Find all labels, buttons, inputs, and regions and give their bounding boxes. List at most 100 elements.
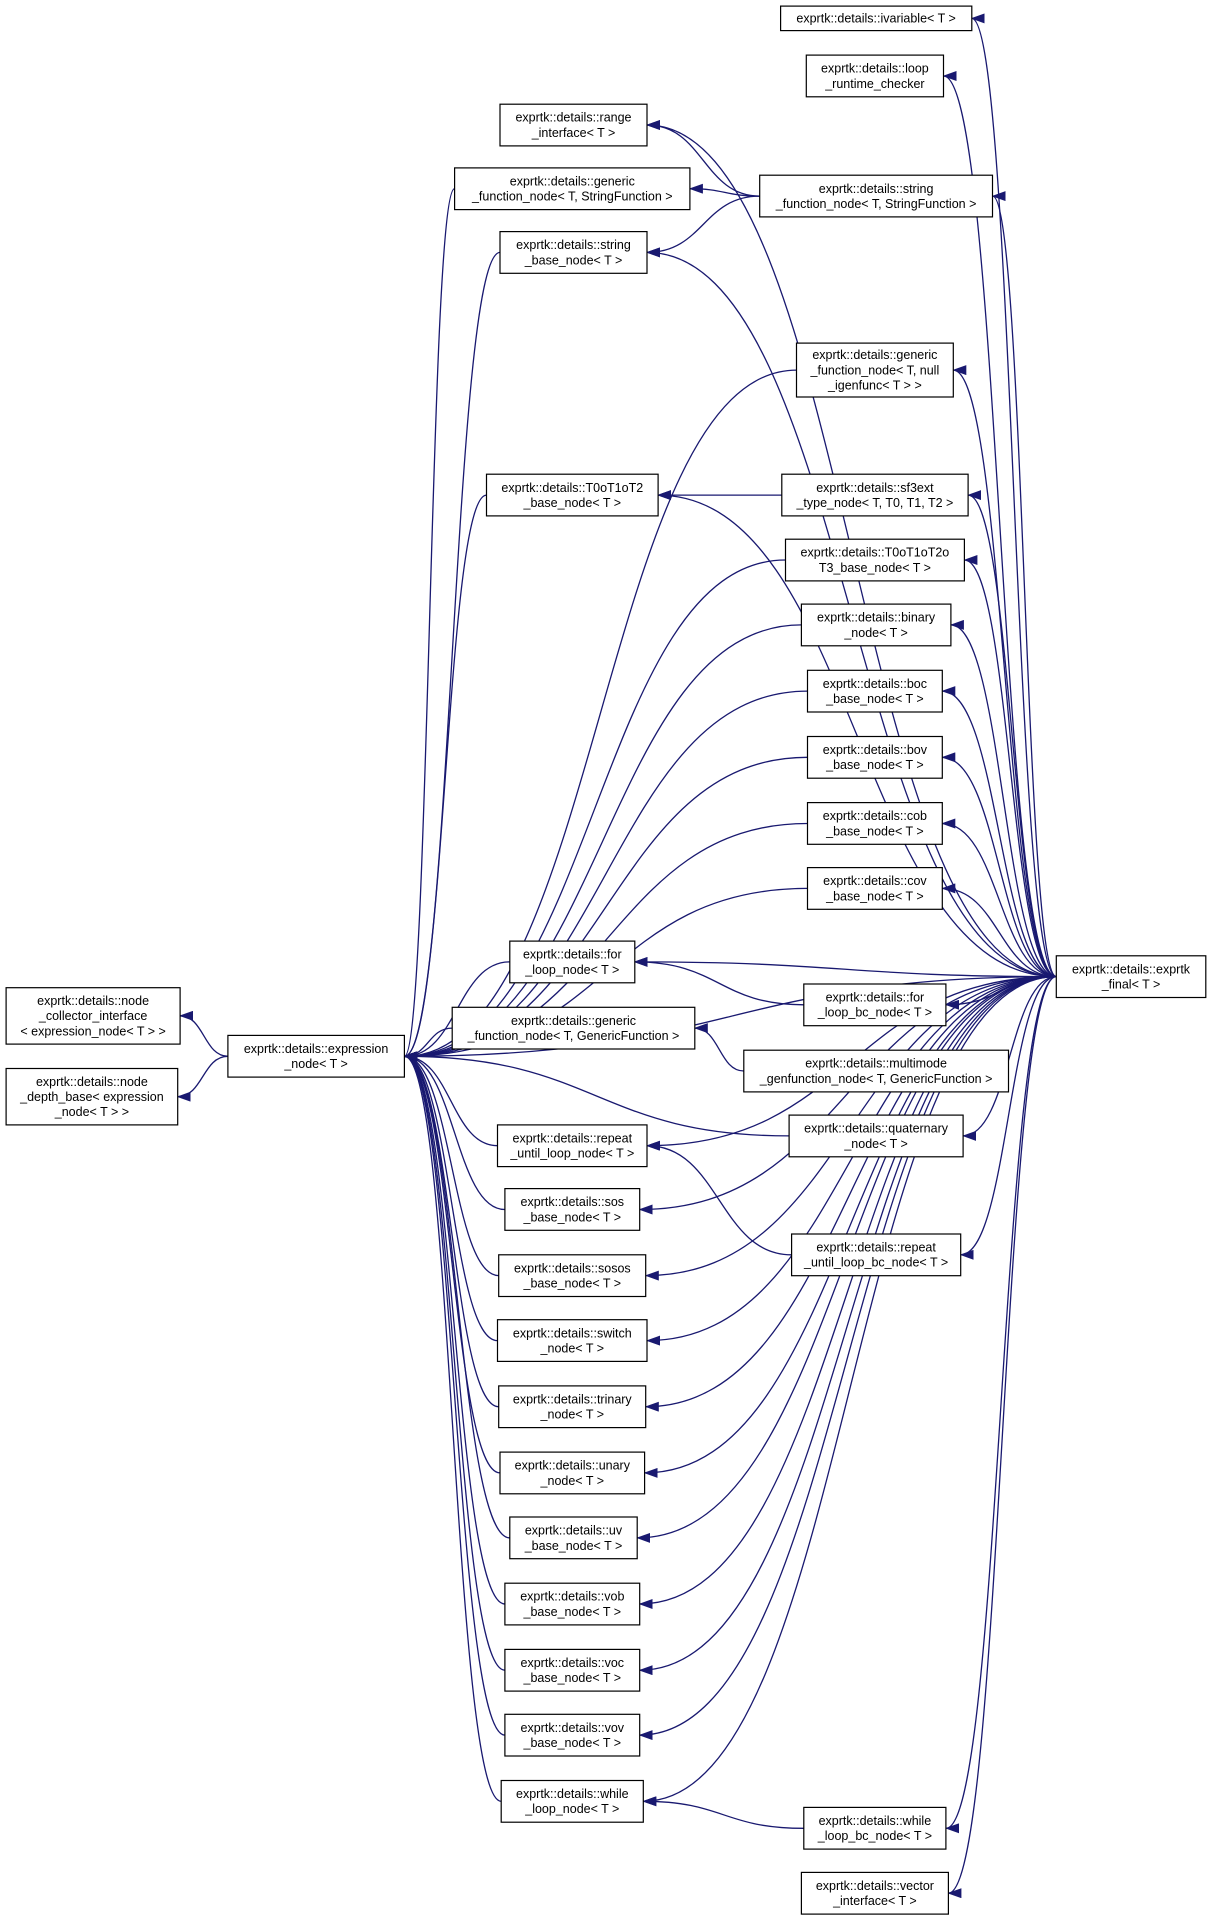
class-node-T0oT1oT2-base-node[interactable]: exprtk::details::T0oT1oT2_base_node< T > <box>485 473 659 517</box>
class-node-range-interface[interactable]: exprtk::details::range_interface< T > <box>499 103 648 147</box>
class-node-quaternary-node[interactable]: exprtk::details::quaternary_node< T > <box>788 1114 964 1158</box>
class-node-for-loop-bc-node[interactable]: exprtk::details::for_loop_bc_node< T > <box>803 983 947 1027</box>
class-node-box[interactable] <box>454 167 691 211</box>
class-node-cob-base-node[interactable]: exprtk::details::cob_base_node< T > <box>806 801 943 845</box>
class-node-label: _loop_bc_node< T > <box>817 1829 932 1843</box>
class-node-label: exprtk::details::T0oT1oT2o <box>801 546 950 560</box>
class-node-label: exprtk::details::generic <box>510 174 635 188</box>
class-node-multimode-genfunction-node[interactable]: exprtk::details::multimode_genfunction_n… <box>743 1049 1010 1093</box>
class-node-uv-base-node[interactable]: exprtk::details::uv_base_node< T > <box>509 1516 638 1560</box>
class-node-for-loop-node[interactable]: exprtk::details::for_loop_node< T > <box>509 940 636 984</box>
class-node-sf3ext-type-node[interactable]: exprtk::details::sf3ext_type_node< T, T0… <box>781 473 969 517</box>
class-node-box[interactable] <box>803 983 947 1027</box>
edge-string_function_node-to-range_interface <box>646 120 760 197</box>
class-node-box[interactable] <box>499 103 648 147</box>
class-node-box[interactable] <box>504 1713 641 1757</box>
class-node-box[interactable] <box>743 1049 1010 1093</box>
class-node-label: exprtk::details::node <box>37 994 149 1008</box>
class-node-box[interactable] <box>803 1806 947 1850</box>
class-node-box[interactable] <box>806 866 943 910</box>
class-node-box[interactable] <box>806 801 943 845</box>
class-node-boc-base-node[interactable]: exprtk::details::boc_base_node< T > <box>806 669 943 713</box>
class-node-box[interactable] <box>1055 955 1207 999</box>
class-node-label: exprtk::details::boc <box>823 677 927 691</box>
class-node-loop-runtime-checker[interactable]: exprtk::details::loop_runtime_checker <box>805 54 945 98</box>
class-node-box[interactable] <box>795 342 954 398</box>
class-node-box[interactable] <box>800 1871 950 1915</box>
class-node-label: exprtk::details::while <box>516 1787 629 1801</box>
class-node-box[interactable] <box>509 940 636 984</box>
class-node-node-collector-interface[interactable]: exprtk::details::node_collector_interfac… <box>5 987 181 1045</box>
class-node-expression-node[interactable]: exprtk::details::expression_node< T > <box>227 1034 405 1078</box>
class-node-trinary-node[interactable]: exprtk::details::trinary_node< T > <box>498 1385 647 1429</box>
class-node-vov-base-node[interactable]: exprtk::details::vov_base_node< T > <box>504 1713 641 1757</box>
class-node-vector-interface[interactable]: exprtk::details::vector_interface< T > <box>800 1871 950 1915</box>
class-node-ivariable[interactable]: exprtk::details::ivariable< T > <box>779 5 973 32</box>
class-node-sosos-base-node[interactable]: exprtk::details::sosos_base_node< T > <box>498 1254 647 1298</box>
class-node-box[interactable] <box>500 1779 644 1823</box>
class-node-label: exprtk::details::binary <box>817 611 936 625</box>
class-node-label: _node< T > <box>540 1408 605 1422</box>
class-node-box[interactable] <box>5 987 181 1045</box>
class-node-box[interactable] <box>498 1385 647 1429</box>
class-node-box[interactable] <box>781 473 969 517</box>
class-node-box[interactable] <box>504 1582 641 1626</box>
class-node-box[interactable] <box>499 231 648 274</box>
class-node-repeat-until-loop-bc-node[interactable]: exprtk::details::repeat_until_loop_bc_no… <box>790 1233 962 1277</box>
class-node-box[interactable] <box>496 1319 648 1362</box>
class-node-box[interactable] <box>498 1254 647 1298</box>
class-node-string-function-node[interactable]: exprtk::details::string_function_node< T… <box>759 174 994 218</box>
class-node-box[interactable] <box>496 1124 648 1168</box>
class-node-vob-base-node[interactable]: exprtk::details::vob_base_node< T > <box>504 1582 641 1626</box>
class-node-label: exprtk::details::sos <box>521 1195 625 1209</box>
class-node-box[interactable] <box>504 1648 641 1692</box>
class-node-box[interactable] <box>499 1451 646 1495</box>
class-node-unary-node[interactable]: exprtk::details::unary_node< T > <box>499 1451 646 1495</box>
class-node-cov-base-node[interactable]: exprtk::details::cov_base_node< T > <box>806 866 943 910</box>
class-node-label: exprtk::details::node <box>36 1075 148 1089</box>
edge-exprtk_final-to-sos_base_node <box>638 975 1057 1215</box>
class-node-box[interactable] <box>5 1067 179 1126</box>
class-node-box[interactable] <box>227 1034 405 1078</box>
class-node-generic-function-node-gf[interactable]: exprtk::details::generic_function_node< … <box>451 1006 696 1050</box>
class-node-string-base-node[interactable]: exprtk::details::string_base_node< T > <box>499 231 648 274</box>
class-node-node-depth-base[interactable]: exprtk::details::node_depth_base< expres… <box>5 1067 179 1126</box>
edge-sos_base_node-to-expression_node <box>403 1051 505 1211</box>
edge-exprtk_final-to-while_loop_bc_node <box>945 975 1057 1834</box>
class-node-box[interactable] <box>485 473 659 517</box>
class-node-box[interactable] <box>509 1516 638 1560</box>
class-node-label: _base_node< T > <box>523 1605 622 1619</box>
class-node-while-loop-node[interactable]: exprtk::details::while_loop_node< T > <box>500 1779 644 1823</box>
class-node-generic-function-node-null[interactable]: exprtk::details::generic_function_node< … <box>795 342 954 398</box>
class-node-box[interactable] <box>759 174 994 218</box>
class-node-exprtk-final[interactable]: exprtk::details::exprtk_final< T > <box>1055 955 1207 999</box>
class-node-label: exprtk::details::cob <box>823 809 927 823</box>
class-node-generic-function-node-sf[interactable]: exprtk::details::generic_function_node< … <box>454 167 691 211</box>
class-node-box[interactable] <box>806 669 943 713</box>
edge-exprtk_final-to-trinary_node <box>644 975 1057 1412</box>
class-node-label: _base_node< T > <box>825 824 924 838</box>
class-node-switch-node[interactable]: exprtk::details::switch_node< T > <box>496 1319 648 1362</box>
class-node-box[interactable] <box>806 735 943 779</box>
class-node-T0oT1oT2oT3-base-node[interactable]: exprtk::details::T0oT1oT2oT3_base_node< … <box>784 538 965 582</box>
class-node-label: exprtk::details::trinary <box>513 1392 633 1406</box>
class-node-repeat-until-loop-node[interactable]: exprtk::details::repeat_until_loop_node<… <box>496 1124 648 1168</box>
class-node-voc-base-node[interactable]: exprtk::details::voc_base_node< T > <box>504 1648 641 1692</box>
class-node-label: exprtk::details::repeat <box>816 1241 936 1255</box>
class-node-box[interactable] <box>784 538 965 582</box>
class-node-label: _until_loop_bc_node< T > <box>803 1256 948 1270</box>
class-node-box[interactable] <box>788 1114 964 1158</box>
class-node-box[interactable] <box>805 54 945 98</box>
class-node-box[interactable] <box>504 1187 641 1231</box>
class-node-sos-base-node[interactable]: exprtk::details::sos_base_node< T > <box>504 1187 641 1231</box>
class-node-box[interactable] <box>779 5 973 32</box>
class-node-bov-base-node[interactable]: exprtk::details::bov_base_node< T > <box>806 735 943 779</box>
class-node-box[interactable] <box>790 1233 962 1277</box>
class-node-label: exprtk::details::generic <box>812 348 937 362</box>
class-node-label: exprtk::details::while <box>819 1814 932 1828</box>
class-node-box[interactable] <box>451 1006 696 1050</box>
class-node-box[interactable] <box>800 603 952 647</box>
class-node-while-loop-bc-node[interactable]: exprtk::details::while_loop_bc_node< T > <box>803 1806 947 1850</box>
class-node-binary-node[interactable]: exprtk::details::binary_node< T > <box>800 603 952 647</box>
